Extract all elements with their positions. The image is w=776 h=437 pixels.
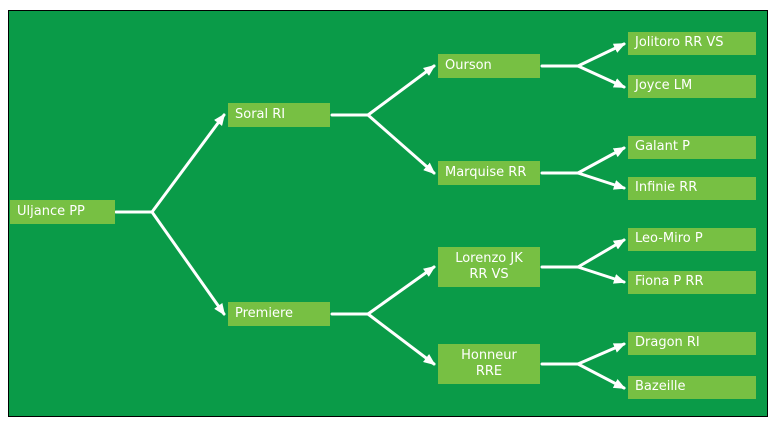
node-marquise-rr[interactable]: Marquise RR bbox=[438, 161, 540, 185]
node-honneur-rre[interactable]: Honneur RRE bbox=[438, 344, 540, 384]
node-joyce-lm[interactable]: Joyce LM bbox=[628, 75, 756, 98]
node-fiona-p-rr[interactable]: Fiona P RR bbox=[628, 271, 756, 294]
node-bazeille[interactable]: Bazeille bbox=[628, 376, 756, 399]
node-uljance-pp[interactable]: Uljance PP bbox=[10, 200, 115, 224]
pedigree-panel bbox=[8, 10, 768, 417]
node-leo-miro-p[interactable]: Leo-Miro P bbox=[628, 228, 756, 251]
node-infinie-rr[interactable]: Infinie RR bbox=[628, 177, 756, 200]
node-jolitoro-rr-vs[interactable]: Jolitoro RR VS bbox=[628, 32, 756, 55]
node-galant-p[interactable]: Galant P bbox=[628, 136, 756, 159]
node-ourson[interactable]: Ourson bbox=[438, 54, 540, 78]
node-dragon-ri[interactable]: Dragon RI bbox=[628, 332, 756, 355]
node-premiere[interactable]: Premiere bbox=[228, 302, 330, 326]
node-soral-ri[interactable]: Soral RI bbox=[228, 103, 330, 127]
node-lorenzo-jk-rr-vs[interactable]: Lorenzo JK RR VS bbox=[438, 247, 540, 287]
